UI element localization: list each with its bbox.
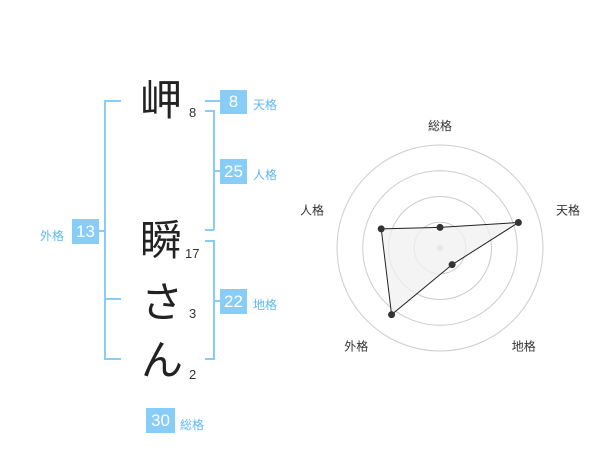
tenkaku-value: 8 [220, 90, 247, 114]
jinkaku-bracket-bottom [205, 229, 214, 231]
chikaku-tick [214, 300, 220, 302]
chikaku-bracket-bottom [205, 358, 214, 360]
jinkaku-label: 人格 [253, 168, 278, 182]
stroke-count-1: 8 [189, 105, 197, 120]
gaikaku-label: 外格 [40, 229, 65, 243]
stroke-count-2: 17 [185, 246, 200, 261]
radar-area [380, 222, 519, 316]
tenkaku-label: 天格 [253, 98, 278, 112]
radar-ring [336, 144, 544, 352]
gaikaku-bracket-bottom [105, 358, 121, 360]
gaikaku-bracket-top [105, 100, 121, 102]
stroke-count-3: 3 [189, 306, 197, 321]
radar-point-5 [377, 225, 385, 233]
radar-point-3 [448, 261, 456, 269]
radar-point-2 [514, 219, 522, 227]
tenkaku-tick [205, 100, 220, 102]
radar-axis-label-2: 天格 [556, 202, 580, 217]
name-char-2: 瞬 [140, 216, 183, 265]
radar-axis-label-1: 総格 [428, 118, 452, 133]
radar-axis-label-5: 人格 [300, 202, 324, 217]
chikaku-value: 22 [220, 289, 247, 314]
radar-axis-label-4: 外格 [344, 339, 368, 354]
name-char-3: さ [141, 278, 184, 327]
soukaku-label: 総格 [180, 418, 205, 432]
radar-point-1 [436, 223, 444, 231]
radar-axis-label-3: 地格 [512, 339, 536, 354]
radar-ring [362, 170, 518, 326]
stroke-count-4: 2 [189, 367, 197, 382]
gaikaku-bracket-mid [105, 298, 121, 300]
chikaku-bracket-top [205, 240, 214, 242]
jinkaku-tick [214, 170, 220, 172]
gaikaku-tick [98, 230, 105, 232]
name-char-4: ん [141, 336, 184, 385]
radar-point-4 [388, 311, 396, 319]
gaikaku-bracket-vertical [104, 100, 106, 360]
jinkaku-bracket-top [205, 110, 214, 112]
gaikaku-value: 13 [72, 219, 99, 244]
name-char-1: 岬 [140, 76, 183, 125]
chikaku-label: 地格 [253, 298, 278, 312]
jinkaku-value: 25 [220, 159, 247, 184]
soukaku-value: 30 [146, 408, 175, 433]
